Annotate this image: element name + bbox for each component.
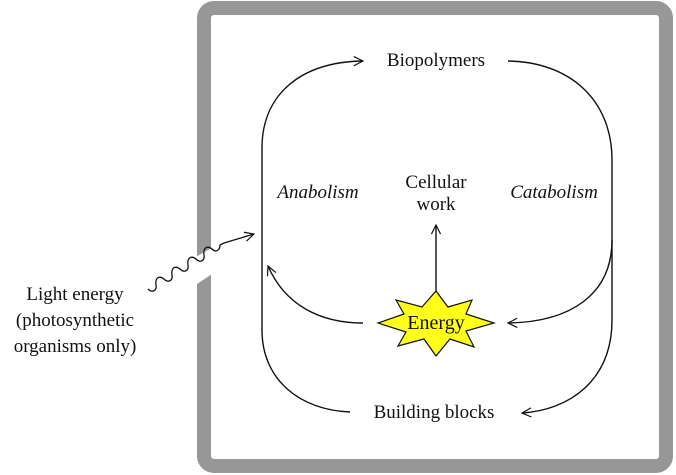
light-energy-line3: organisms only) <box>13 336 137 357</box>
catabolism-label: Catabolism <box>510 182 598 203</box>
building-blocks-label: Building blocks <box>373 402 495 423</box>
energy-to-anabolism-arrow <box>268 266 364 324</box>
cellular-work-line1: Cellular <box>405 172 467 193</box>
biopolymers-label: Biopolymers <box>386 50 486 71</box>
energy-release-arrow <box>508 239 613 323</box>
light-wave-arrow <box>147 234 254 292</box>
light-energy-line2: (photosynthetic <box>15 310 135 331</box>
energy-label: Energy <box>407 312 465 334</box>
energy-star-shape <box>376 290 497 357</box>
light-energy-line1: Light energy <box>26 284 124 305</box>
cellular-work-line2: work <box>416 194 456 215</box>
cell-boundary-frame <box>197 1 673 473</box>
anabolism-label: Anabolism <box>277 182 359 203</box>
anabolism-arrow <box>261 61 363 413</box>
cellular-work-label: Cellular work <box>386 172 486 216</box>
frame-light-gap <box>194 246 215 286</box>
catabolism-arrow <box>507 60 613 413</box>
light-energy-label: Light energy (photosynthetic organisms o… <box>0 282 150 360</box>
